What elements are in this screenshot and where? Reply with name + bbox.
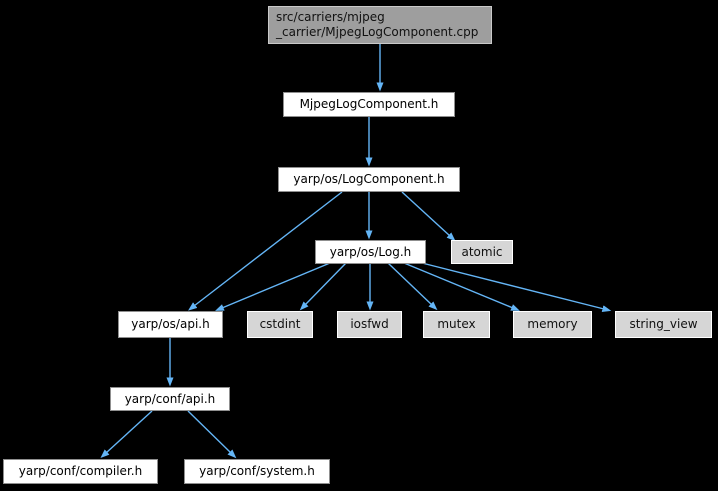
node-mutex: mutex xyxy=(423,311,490,338)
edge-logcomponent-h-to-os-api-h xyxy=(188,191,343,311)
node-string-view: string_view xyxy=(615,311,712,338)
node-atomic: atomic xyxy=(451,240,513,264)
edge-conf-api-h-to-conf-compiler-h xyxy=(100,410,153,459)
edge-log-h-to-os-api-h xyxy=(215,262,331,311)
edge-log-h-to-string-view xyxy=(421,262,612,313)
edge-log-h-to-cstdint xyxy=(299,262,347,311)
node-memory: memory xyxy=(513,311,592,338)
node-iosfwd: iosfwd xyxy=(337,311,402,338)
edge-log-h-to-memory xyxy=(403,262,520,311)
node-yarp-conf-compiler-h[interactable]: yarp/conf/compiler.h xyxy=(3,459,158,484)
edge-log-h-to-mutex xyxy=(387,262,438,311)
node-mjpeglogcomponent-h[interactable]: MjpegLogComponent.h xyxy=(283,92,455,117)
node-yarp-conf-system-h[interactable]: yarp/conf/system.h xyxy=(184,459,330,484)
node-yarp-conf-api-h[interactable]: yarp/conf/api.h xyxy=(110,387,230,411)
edge-conf-api-h-to-conf-system-h xyxy=(187,410,237,459)
node-yarp-os-logcomponent-h[interactable]: yarp/os/LogComponent.h xyxy=(278,167,460,192)
node-mjpeglogcomponent-cpp: src/carriers/mjpeg _carrier/MjpegLogComp… xyxy=(268,6,492,44)
node-yarp-os-log-h[interactable]: yarp/os/Log.h xyxy=(315,240,426,264)
node-yarp-os-api-h[interactable]: yarp/os/api.h xyxy=(118,311,223,338)
node-cstdint: cstdint xyxy=(247,311,313,338)
edge-logcomponent-h-to-atomic xyxy=(401,191,456,242)
